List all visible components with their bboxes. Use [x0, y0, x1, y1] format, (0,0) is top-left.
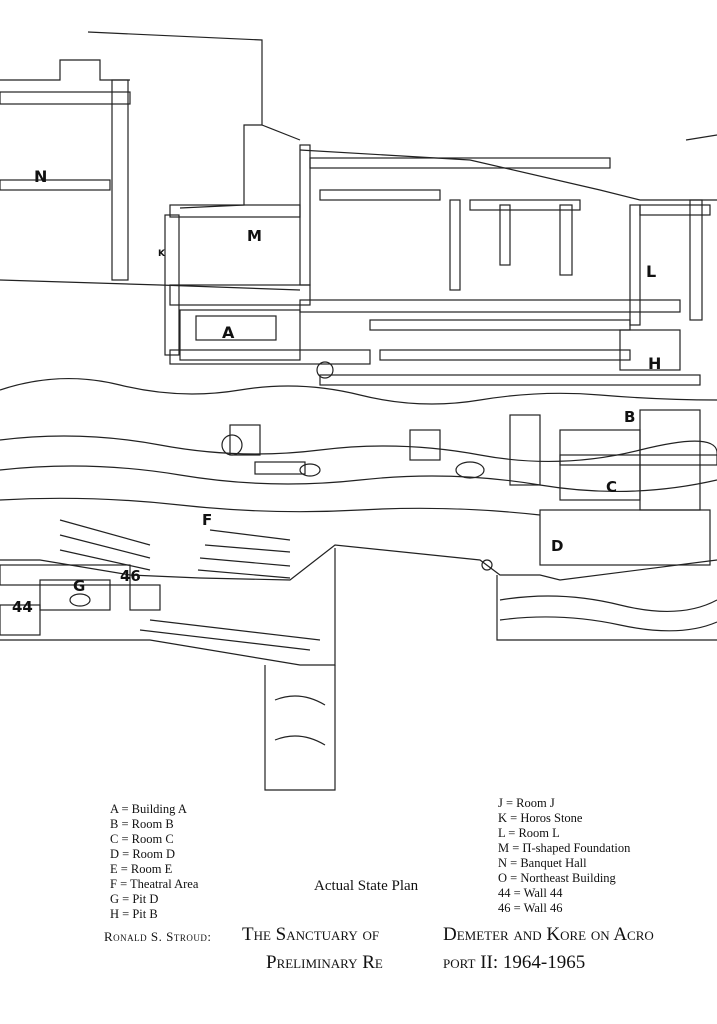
- legend-item: C = Room C: [110, 832, 174, 846]
- legend-item: J = Room J: [498, 796, 555, 810]
- legend-item: 44 = Wall 44: [498, 886, 563, 900]
- label-l: L: [646, 262, 656, 281]
- label-d: D: [551, 537, 563, 555]
- label-m: M: [247, 227, 262, 245]
- legend-item: D = Room D: [110, 847, 176, 861]
- label-46: 46: [120, 567, 141, 585]
- legend-item: E = Room E: [110, 862, 173, 876]
- site-plan: N K M A L H B C D F G 46 44: [0, 31, 717, 791]
- plan-title: Actual State Plan: [314, 878, 419, 894]
- label-n: N: [34, 167, 47, 186]
- legend-item: G = Pit D: [110, 892, 159, 906]
- label-f: F: [202, 511, 212, 529]
- legend-right: J = Room J K = Horos Stone L = Room L M …: [498, 796, 630, 916]
- legend-item: N = Banquet Hall: [498, 856, 587, 870]
- legend-item: H = Pit B: [110, 907, 158, 921]
- legend-item: L = Room L: [498, 826, 560, 840]
- label-c: C: [606, 478, 617, 496]
- legend-left: A = Building A B = Room B C = Room C D =…: [110, 802, 198, 922]
- legend-item: B = Room B: [110, 817, 174, 831]
- label-b: B: [624, 408, 635, 426]
- label-h: H: [648, 354, 661, 373]
- legend-item: A = Building A: [110, 802, 187, 816]
- caption-title-right: Demeter and Kore on Acro: [443, 924, 654, 945]
- caption-subtitle-right: port II: 1964-1965: [443, 952, 586, 973]
- label-g: G: [73, 577, 85, 595]
- legend-item: F = Theatral Area: [110, 877, 199, 891]
- caption-author: Ronald S. Stroud:: [104, 929, 212, 944]
- legend-item: 46 = Wall 46: [498, 901, 563, 915]
- label-a: A: [222, 323, 235, 342]
- legend-item: K = Horos Stone: [498, 811, 583, 825]
- label-44: 44: [12, 598, 33, 616]
- caption-title-left: The Sanctuary of: [242, 924, 380, 945]
- legend-item: O = Northeast Building: [498, 871, 616, 885]
- caption-subtitle-left: Preliminary Re: [266, 952, 383, 973]
- label-k: K: [158, 249, 166, 259]
- legend-item: M = Π-shaped Foundation: [498, 841, 631, 855]
